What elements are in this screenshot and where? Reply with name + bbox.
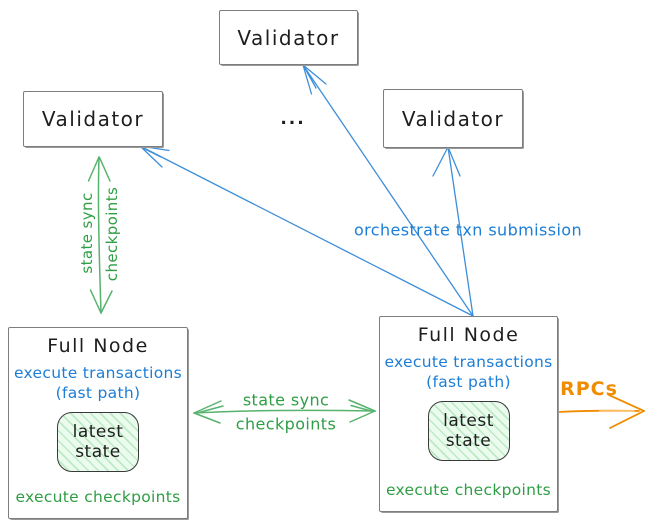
latest-state-line1: latest (72, 421, 124, 442)
orchestrate-txn-submission-label: orchestrate txn submission (353, 220, 583, 240)
state-sync-vertical-arrow (87, 156, 113, 314)
state-sync-vertical-label-line2: checkpoints (103, 186, 121, 282)
validator-node-left: Validator (23, 91, 163, 147)
latest-state-box: latest state (57, 412, 139, 472)
validator-label: Validator (401, 106, 505, 131)
validator-label: Validator (237, 25, 340, 50)
execute-checkpoints-label: execute checkpoints (385, 481, 552, 499)
latest-state-line1: latest (443, 410, 494, 431)
full-node-right: Full Node execute transactions (fast pat… (379, 316, 558, 512)
state-sync-horizontal-label-line2: checkpoints (235, 414, 337, 434)
validator-label: Validator (41, 107, 145, 131)
execute-checkpoints-label: execute checkpoints (15, 488, 181, 506)
latest-state-box: latest state (427, 401, 510, 461)
rpcs-label: RPCs (560, 378, 618, 400)
validator-node-right: Validator (383, 89, 523, 148)
latest-state-line2: state (75, 442, 121, 462)
full-node-title: Full Node (417, 324, 520, 346)
latest-state-line2: state (445, 431, 492, 451)
validators-ellipsis: ... (280, 109, 306, 129)
execute-transactions-label: execute transactions (13, 364, 182, 382)
fast-path-label: (fast path) (55, 384, 141, 402)
state-sync-horizontal-arrow (193, 399, 376, 424)
state-sync-horizontal-label-line1: state sync (242, 390, 330, 410)
full-node-title: Full Node (47, 335, 149, 357)
validator-node-top: Validator (219, 10, 358, 65)
fast-path-label: (fast path) (426, 373, 511, 391)
state-sync-vertical-label-line1: state sync (78, 192, 96, 274)
execute-transactions-label: execute transactions (384, 353, 553, 371)
full-node-left: Full Node execute transactions (fast pat… (8, 327, 188, 519)
orchestrate-arrows (139, 64, 474, 317)
